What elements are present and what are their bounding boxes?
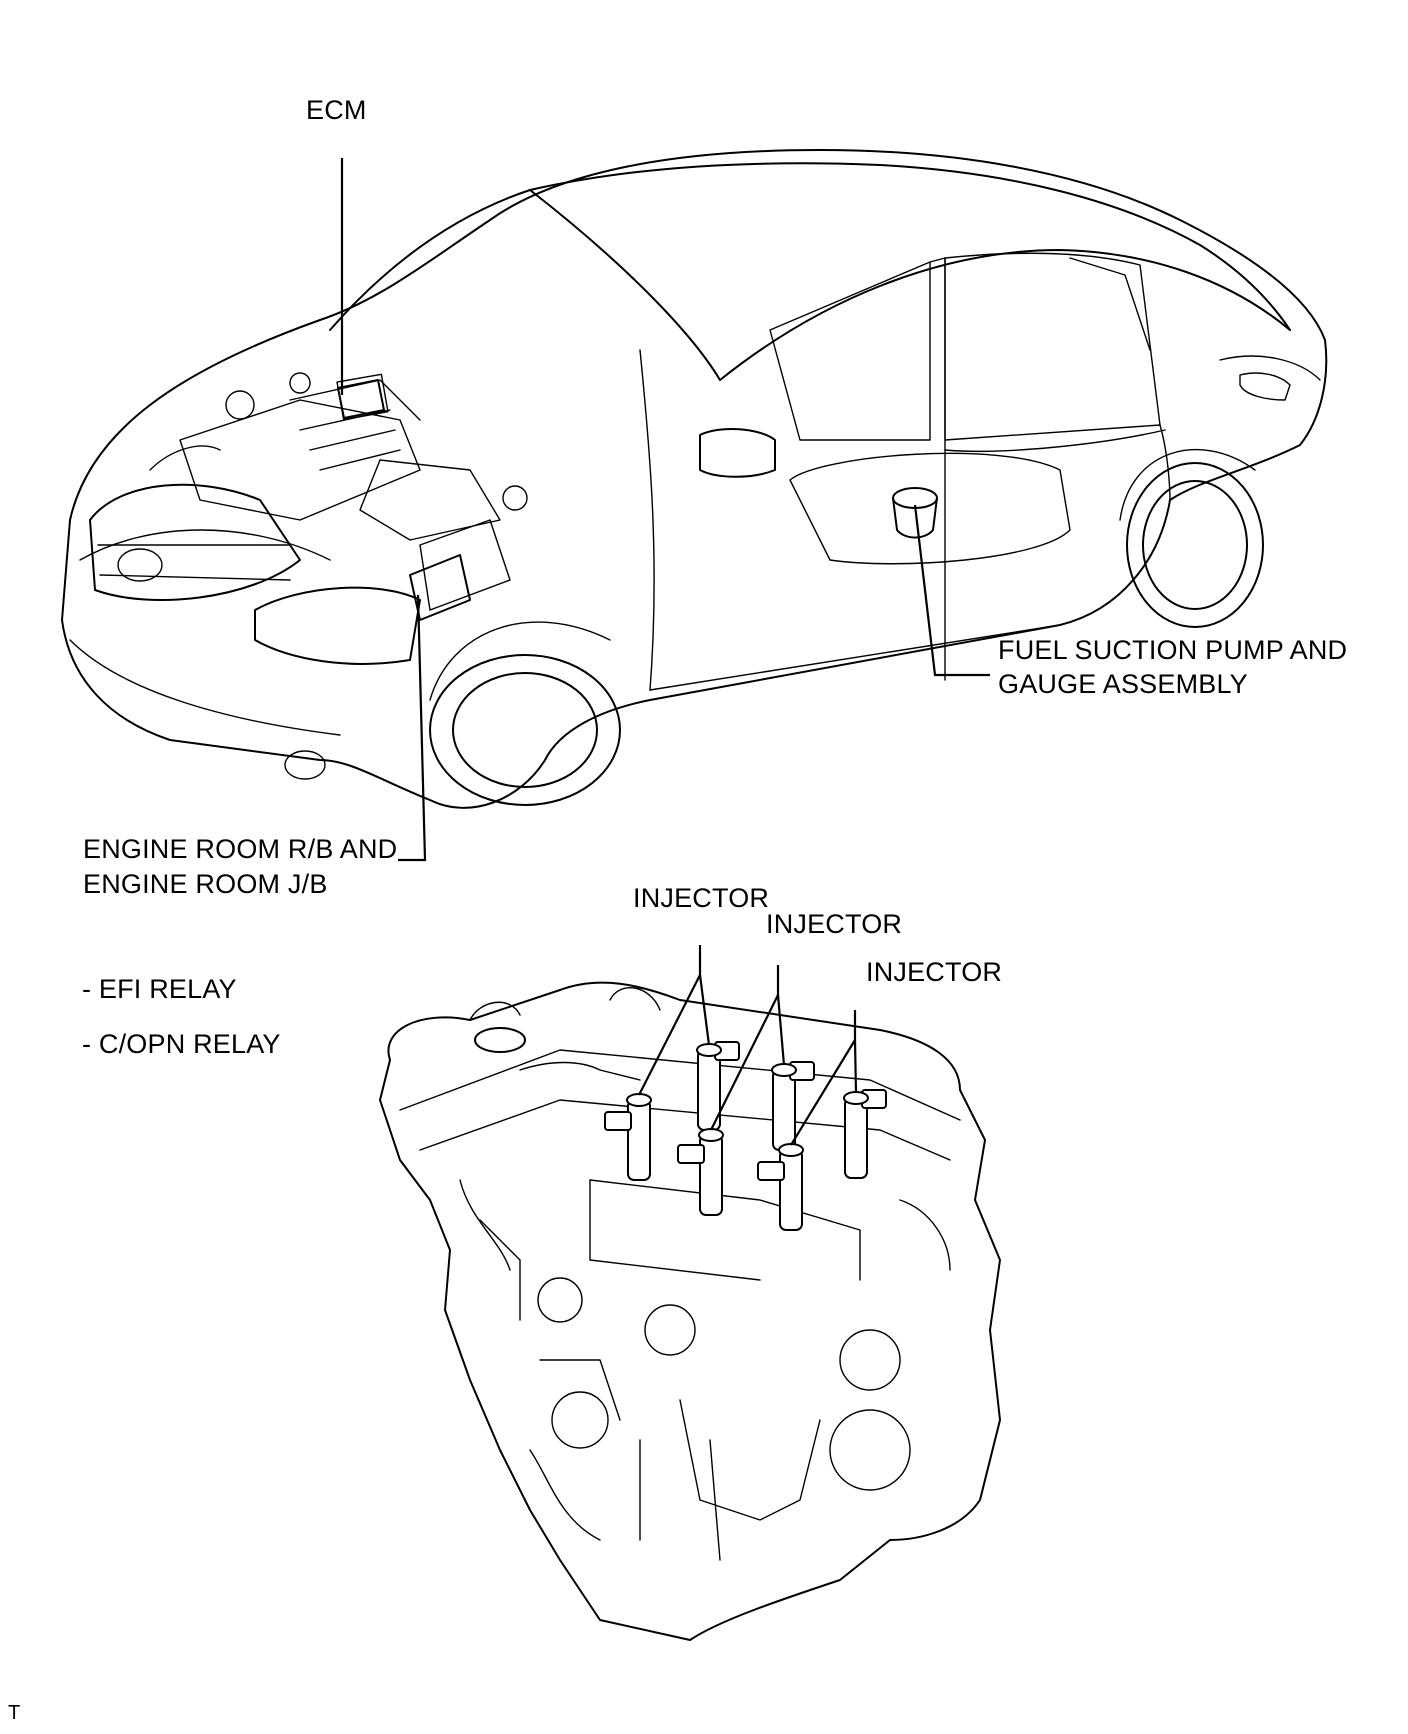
injector-5 <box>757 1143 804 1231</box>
car-illustration <box>61 149 1328 809</box>
corner-mark: T <box>8 1702 21 1724</box>
ecm-box <box>337 379 385 419</box>
injector-4 <box>771 1061 815 1151</box>
fuel-pump-label-line2: GAUGE ASSEMBLY <box>998 669 1248 699</box>
injector-label-2: INJECTOR <box>766 909 903 939</box>
engine-room-label-line1: ENGINE ROOM R/B AND <box>83 834 398 864</box>
injector-2 <box>696 1041 740 1131</box>
engine-room-label-line2: ENGINE ROOM J/B <box>83 869 328 899</box>
efi-relay-label: - EFI RELAY <box>82 974 237 1004</box>
copn-relay-label: - C/OPN RELAY <box>82 1029 281 1059</box>
injector-1 <box>604 1093 652 1181</box>
injector-3 <box>677 1128 724 1216</box>
ecm-label: ECM <box>306 95 367 125</box>
fuel-pump-label-line1: FUEL SUCTION PUMP AND <box>998 635 1348 665</box>
relay-block-box <box>409 554 471 621</box>
leader-lines <box>340 158 990 1146</box>
injector-6 <box>843 1089 887 1179</box>
injector-label-3: INJECTOR <box>866 957 1003 987</box>
engine-illustration <box>379 981 1001 1641</box>
injector-label-1: INJECTOR <box>633 883 770 913</box>
